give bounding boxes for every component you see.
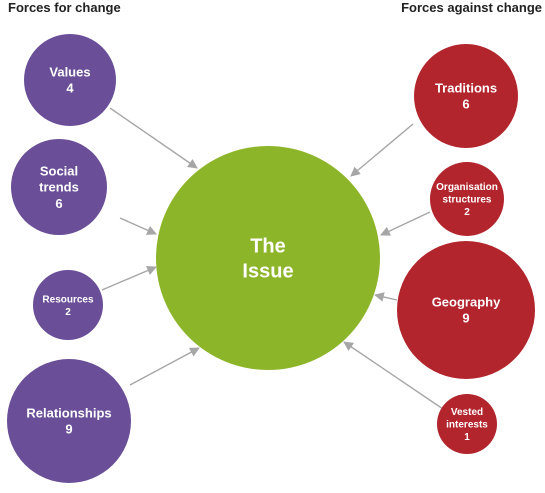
- force-for-resources-label: Resources: [42, 294, 94, 305]
- force-for-values-label: Values: [49, 64, 90, 79]
- force-for-resources: Resources 2: [33, 270, 103, 340]
- force-for-relationships: Relationships 9: [7, 359, 131, 483]
- force-against-vested-interests-label: 1: [464, 432, 470, 443]
- arrow-values: [109, 107, 198, 169]
- arrow-traditions: [350, 123, 414, 177]
- force-against-geography: Geography 9: [397, 241, 535, 379]
- force-against-geography-label: 9: [462, 311, 469, 326]
- force-against-traditions-label: Traditions: [435, 80, 497, 95]
- force-against-traditions: Traditions 6: [414, 44, 518, 148]
- the-issue-node-label: Issue: [242, 261, 293, 283]
- arrow-vested-interests: [343, 341, 444, 410]
- force-for-values: Values 4: [24, 34, 116, 126]
- forces-for-heading: Forces for change: [8, 0, 121, 15]
- force-for-relationships-label: Relationships: [26, 405, 111, 420]
- force-for-values-circle: [24, 34, 116, 126]
- force-for-resources-circle: [33, 270, 103, 340]
- forces-against-heading: Forces against change: [401, 0, 542, 15]
- force-for-resources-label: 2: [65, 307, 71, 318]
- force-against-vested-interests-label: Vested: [451, 407, 483, 418]
- force-for-social-trends-label: trends: [39, 180, 79, 195]
- force-for-relationships-circle: [7, 359, 131, 483]
- arrow-geography: [374, 292, 398, 302]
- arrow-social-trends: [119, 217, 157, 235]
- force-against-geography-label: Geography: [432, 294, 501, 309]
- force-against-organisation-structures-label: Organisation: [436, 182, 498, 193]
- force-against-geography-circle: [397, 241, 535, 379]
- force-for-social-trends-circle: [11, 139, 107, 235]
- force-against-organisation-structures-label: structures: [443, 195, 492, 206]
- force-for-values-label: 4: [66, 81, 74, 96]
- force-against-vested-interests-label: interests: [446, 420, 488, 431]
- the-issue-node-circle: [156, 146, 380, 370]
- force-against-vested-interests-circle: [437, 394, 497, 454]
- force-against-organisation-structures-label: 2: [464, 207, 470, 218]
- arrow-relationships: [129, 347, 200, 386]
- force-for-social-trends-label: 6: [55, 196, 62, 211]
- arrow-organisation-structures: [380, 211, 431, 236]
- force-for-social-trends-label: Social: [40, 163, 78, 178]
- force-against-traditions-label: 6: [462, 97, 469, 112]
- arrow-resources: [101, 265, 157, 291]
- force-against-traditions-circle: [414, 44, 518, 148]
- force-against-organisation-structures-circle: [430, 162, 504, 236]
- force-for-relationships-label: 9: [65, 422, 72, 437]
- the-issue-node-label: The: [250, 236, 286, 258]
